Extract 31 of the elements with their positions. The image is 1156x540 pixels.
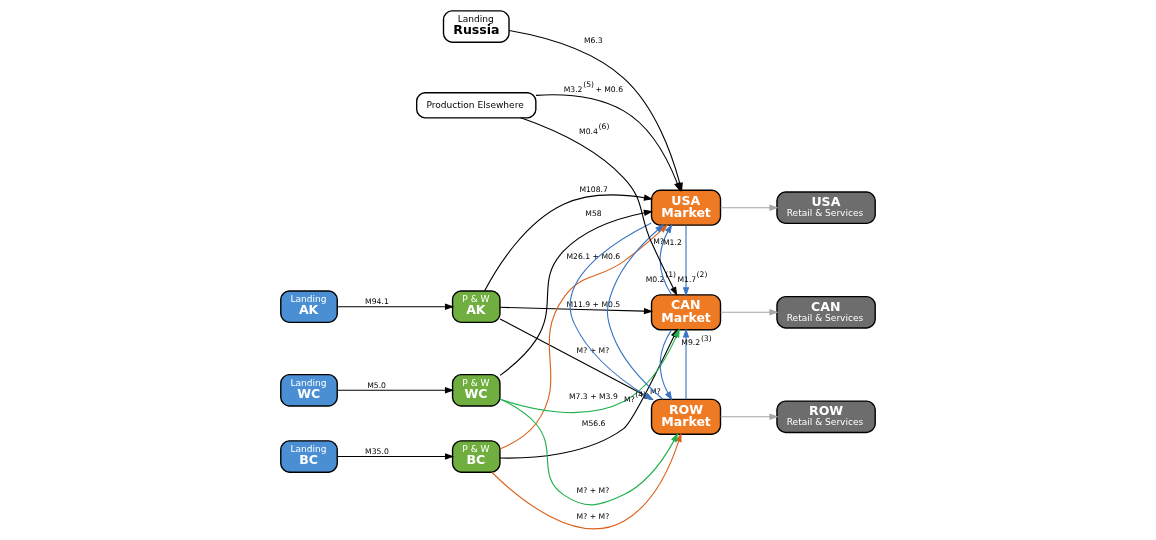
node-box: USA Retail & Services bbox=[776, 191, 876, 225]
node-box: CAN Market bbox=[650, 294, 722, 331]
arrow bbox=[720, 413, 779, 420]
arrow bbox=[520, 117, 678, 297]
node-box: Landing WC bbox=[280, 373, 338, 407]
arrow bbox=[720, 204, 779, 211]
arrow bbox=[484, 194, 654, 292]
node-box: USA Market bbox=[650, 189, 722, 226]
arrow bbox=[499, 209, 654, 376]
arrow bbox=[682, 224, 690, 297]
arrow bbox=[682, 328, 690, 400]
node-box: Landing AK bbox=[280, 290, 338, 324]
arrow bbox=[659, 223, 673, 296]
arrow bbox=[499, 398, 679, 506]
arrow bbox=[720, 309, 779, 316]
node-box: P & W WC bbox=[451, 373, 501, 407]
node-box: ROW Retail & Services bbox=[776, 400, 876, 434]
arrow bbox=[499, 306, 654, 315]
arrow bbox=[336, 453, 455, 460]
arrow bbox=[659, 329, 673, 401]
node-box: CAN Retail & Services bbox=[776, 295, 876, 329]
node-box: Landing Russia bbox=[442, 10, 510, 43]
arrow bbox=[336, 303, 455, 310]
node-box: Landing BC bbox=[280, 440, 338, 473]
node-box: P & W AK bbox=[451, 290, 501, 324]
arrow bbox=[499, 224, 669, 450]
node-box: P & W BC bbox=[451, 440, 501, 473]
node-box: Production Elsewhere bbox=[416, 92, 537, 119]
node-box: ROW Market bbox=[650, 398, 722, 435]
arrow bbox=[491, 432, 682, 530]
arrow bbox=[336, 387, 455, 394]
